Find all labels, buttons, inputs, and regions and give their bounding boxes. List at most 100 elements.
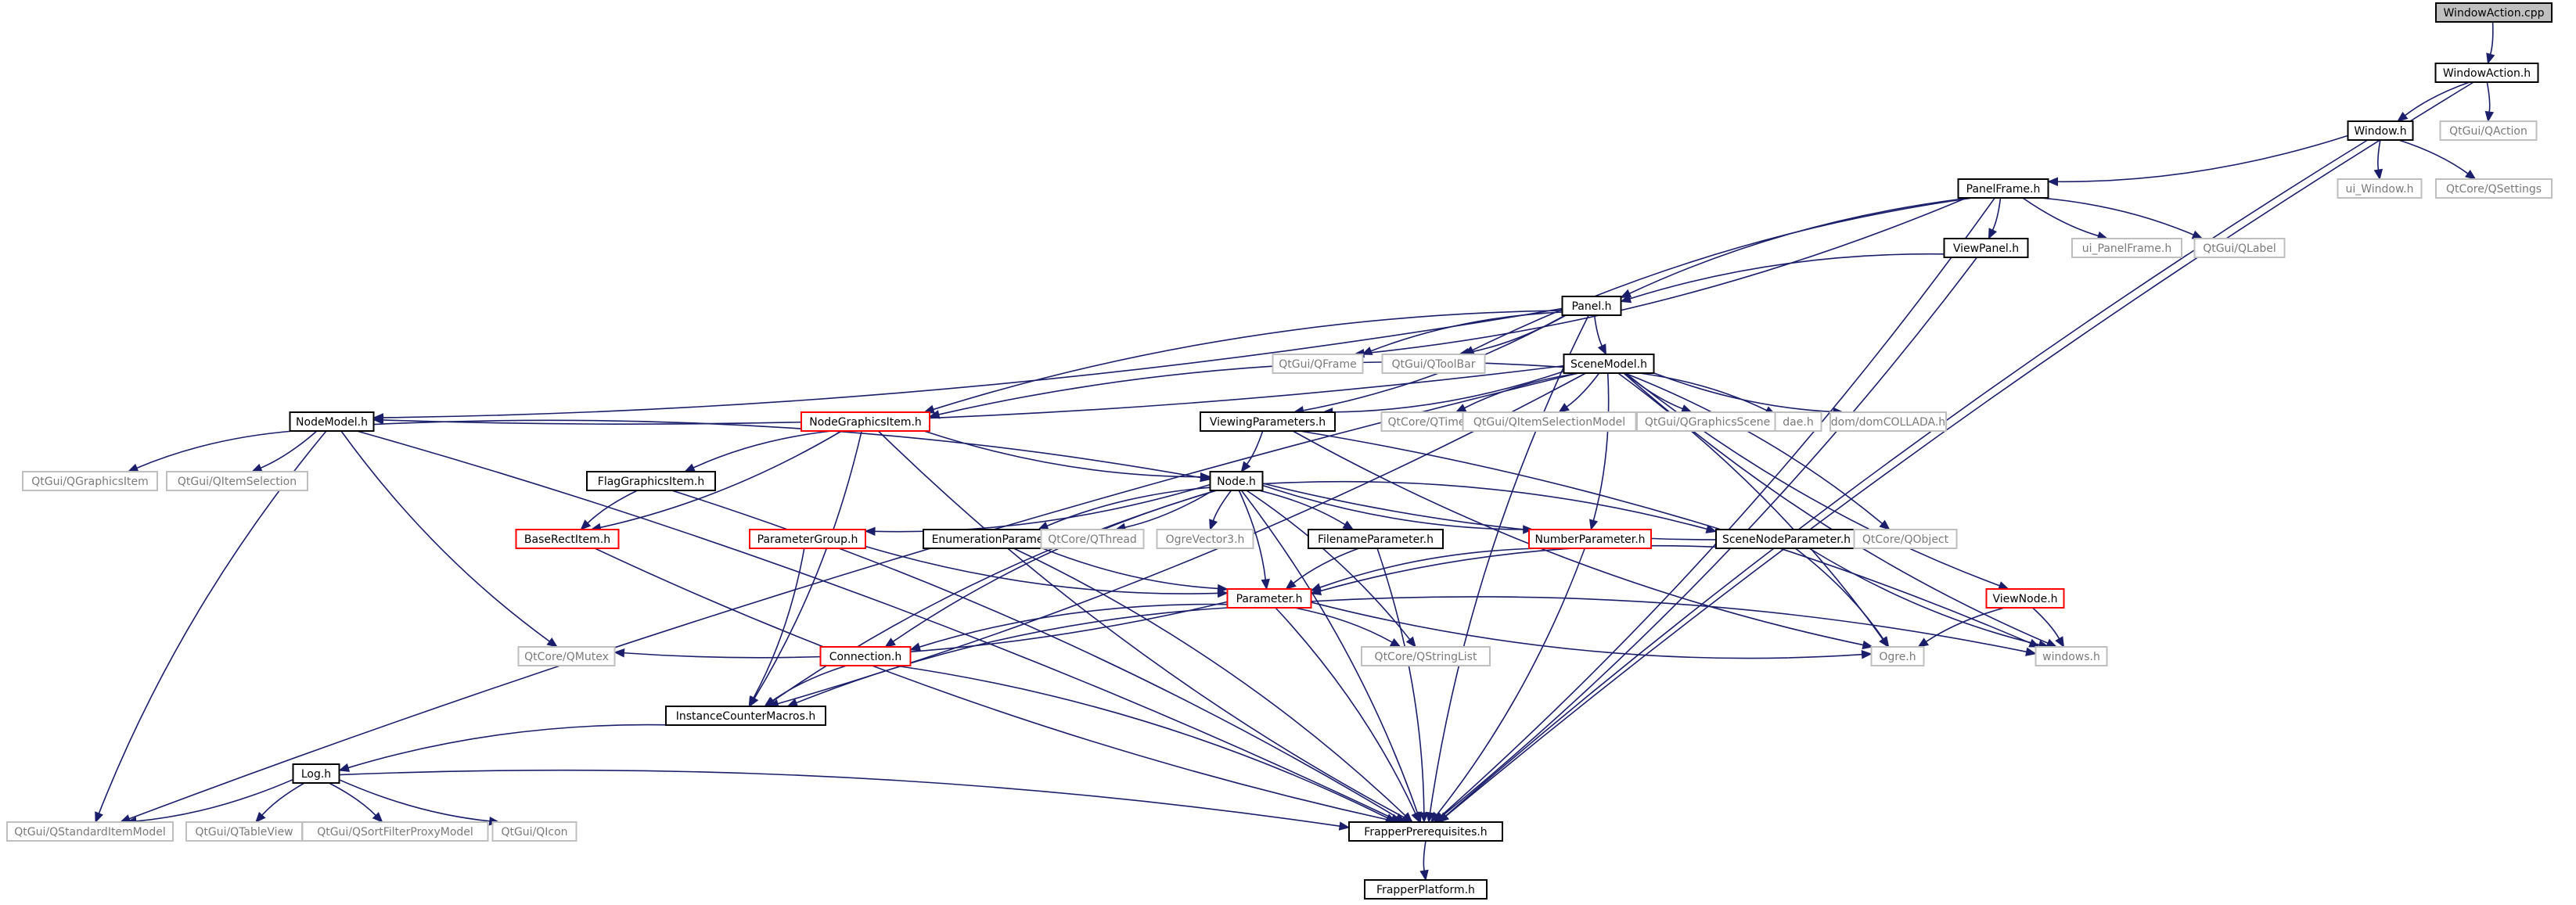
arrowhead [546,637,559,648]
node-label: ViewingParameters.h [1210,416,1326,429]
edge-parameter-h-to-frapperprerequisites-h [1275,607,1420,824]
node-filenameparameter-h[interactable]: FilenameParameter.h [1308,529,1444,549]
node-box [1380,411,1473,432]
edge-line [919,603,1228,648]
edge-line [1624,372,2000,587]
edge-line [754,430,862,699]
node-label: FrapperPrerequisites.h [1364,826,1487,839]
node-windowaction-h[interactable]: WindowAction.h [2434,63,2539,83]
node-scenenodeparameter-h[interactable]: SceneNodeParameter.h [1715,529,1858,549]
node-box [1348,821,1503,842]
arrowhead [250,463,263,472]
edge-line [2398,139,2469,174]
arrowhead [1361,347,1373,355]
edge-line [587,490,638,524]
edge-windowaction-h-to-window-h [2397,81,2470,122]
node-numberparameter-h[interactable]: NumberParameter.h [1528,529,1652,549]
edge-line [865,545,1218,594]
edge-line [1629,253,1945,300]
arrowhead [372,812,383,823]
node-viewingparameters-h[interactable]: ViewingParameters.h [1200,411,1336,432]
arrowhead [2465,169,2477,180]
edge-node-h-to-qtcore-qstringlist [1246,490,1416,648]
edge-flaggraphicsitem-h-to-baserectitem-h [580,490,638,530]
edge-connection-h-to-instancecountermacros-h [764,665,847,707]
node-panelframe-h[interactable]: PanelFrame.h [1957,178,2049,199]
edge-line [373,419,1201,479]
edge-line [1311,596,2027,653]
node-qtcore-qthread: QtCore/QThread [1040,529,1145,549]
arrowhead [1558,403,1570,413]
edge-log-h-to-qtgui-qstandarditemmodel [125,778,293,826]
edge-line [1445,139,2369,817]
edge-line [2022,197,2099,237]
edge-node-h-to-filenameparameter-h [1258,490,1355,530]
node-label: ViewPanel.h [1953,242,2019,255]
edge-line [339,779,490,822]
edge-line [772,665,847,702]
node-box [1226,588,1312,609]
node-box [1943,238,2029,258]
node-scenemodel-h[interactable]: SceneModel.h [1563,354,1655,374]
node-baserectitem-h[interactable]: BaseRectItem.h [515,529,620,549]
node-connection-h[interactable]: Connection.h [819,646,912,666]
node-qtgui-qtableview: QtGui/QTableView [185,821,303,842]
node-frapperplatform-h[interactable]: FrapperPlatform.h [1364,879,1488,900]
edge-line [753,548,805,699]
node-window-h[interactable]: Window.h [2347,120,2414,141]
edge-line [1275,607,1416,814]
arrowhead [909,642,922,652]
node-panel-h[interactable]: Panel.h [1561,296,1622,316]
arrowhead [764,697,775,707]
node-parameter-h[interactable]: Parameter.h [1226,588,1312,609]
arrowhead [1620,294,1632,303]
arrowhead [1988,228,1998,240]
arrowhead [1455,404,1467,413]
node-instancecountermacros-h[interactable]: InstanceCounterMacros.h [665,706,826,726]
edge-line [1441,197,1995,817]
node-box [1364,879,1488,900]
node-nodegraphicsitem-h[interactable]: NodeGraphicsItem.h [801,411,930,432]
arrowhead [2025,647,2037,656]
edge-line [933,310,1563,411]
node-windowaction-cpp[interactable]: WindowAction.cpp [2435,2,2553,23]
node-nodemodel-h[interactable]: NodeModel.h [289,411,375,432]
edge-connection-h-to-frapperprerequisites-h [895,665,1397,823]
node-frapperprerequisites-h[interactable]: FrapperPrerequisites.h [1348,821,1503,842]
node-ogrevector3-h: OgreVector3.h [1156,529,1254,549]
node-qtcore-qsettings: QtCore/QSettings [2435,178,2553,199]
node-box [1870,646,1925,666]
node-log-h[interactable]: Log.h [292,763,340,784]
node-node-h[interactable]: Node.h [1209,471,1264,491]
edge-node-h-to-instancecountermacros-h [765,490,1218,707]
edge-scenemodel-h-to-nodemodel-h [372,365,1564,426]
node-box [1381,354,1486,374]
arrowhead [884,637,896,648]
edge-panel-h-to-scenemodel-h [1593,314,1606,356]
arrowhead [1285,579,1297,590]
node-label: SceneModel.h [1570,358,1647,371]
edge-node-h-to-ogrevector3-h [1209,490,1232,531]
arrowhead [2373,168,2384,181]
edge-parameter-h-to-ogre-h [1311,602,1873,659]
node-box [2435,2,2553,23]
node-viewnode-h[interactable]: ViewNode.h [1985,588,2065,609]
edge-log-h-to-qtgui-qtableview [255,782,305,823]
node-windows-h: windows.h [2035,646,2108,666]
node-qtgui-qlabel: QtGui/QLabel [2193,238,2286,258]
node-label: dom/domCOLLADA.h [1831,416,1945,429]
node-parametergroup-h[interactable]: ParameterGroup.h [749,529,866,549]
node-qtcore-qobject: QtCore/QObject [1853,529,1958,549]
node-viewpanel-h[interactable]: ViewPanel.h [1943,238,2029,258]
node-flaggraphicsitem-h[interactable]: FlagGraphicsItem.h [586,471,716,491]
arrowhead [127,463,139,472]
edge-line [796,607,1228,704]
edge-parameter-h-to-windows-h [1311,596,2037,656]
edge-scenemodel-h-to-qtgui-qgraphicsscene [1624,372,1693,413]
node-label: ui_PanelFrame.h [2082,242,2171,255]
arrowhead [928,410,941,419]
edge-line [1617,372,1883,640]
node-label: QtGui/QToolBar [1392,358,1476,371]
node-box [665,706,826,726]
edge-node-h-to-parametergroup-h [864,483,1211,537]
